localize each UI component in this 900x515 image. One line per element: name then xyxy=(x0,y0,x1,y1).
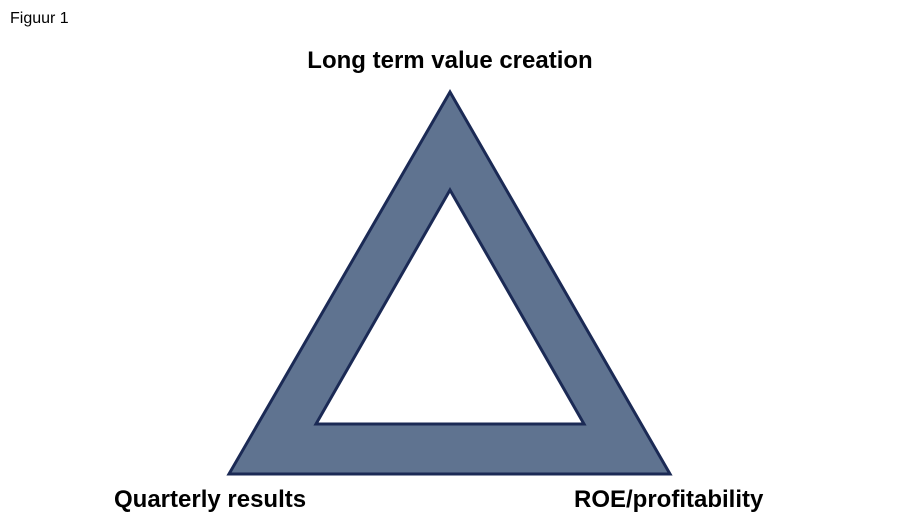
label-long-term-value-creation: Long term value creation xyxy=(307,47,593,74)
figure-label: Figuur 1 xyxy=(10,10,69,27)
triangle-frame xyxy=(226,88,673,476)
label-roe-profitability: ROE/profitability xyxy=(574,486,764,513)
label-quarterly-results: Quarterly results xyxy=(114,486,307,513)
